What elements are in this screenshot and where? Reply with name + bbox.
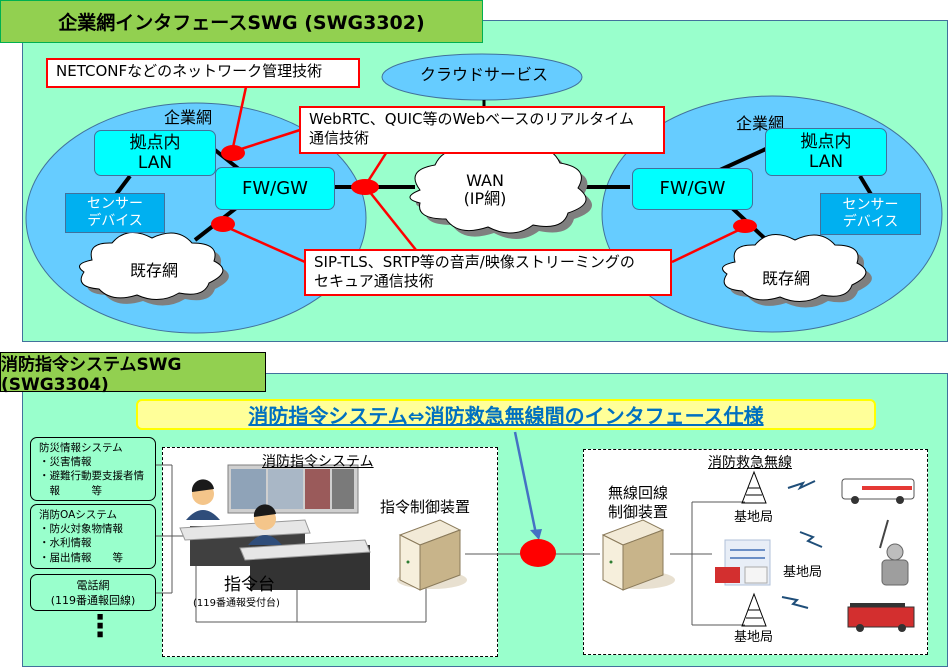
sip-leader-center — [364, 185, 417, 251]
fire-dispatch-swg-title: 消防指令システムSWG (SWG3304) — [0, 352, 266, 395]
left-enterprise-label: 企業網 — [164, 108, 213, 127]
interface-spec-banner: 消防指令システム⇔消防救急無線間のインタフェース仕様 — [136, 399, 876, 430]
left-lan-line2: LAN — [137, 153, 173, 173]
source-box-disaster-info: 防災情報システム ・災害情報 ・避難行動要支援者情 報 等 — [30, 437, 156, 501]
left-sensor-line1: センサー — [87, 195, 143, 212]
radio-controller-label: 無線回線 制御装置 — [608, 484, 668, 522]
right-sensor-line2: デバイス — [842, 214, 899, 230]
left-lan-box: 拠点内 LAN — [94, 130, 216, 176]
source-1-line-3: ・届出情報 等 — [39, 551, 123, 564]
dispatch-system-title: 消防指令システム — [262, 454, 374, 470]
left-fwgw-label: FW/GW — [242, 177, 308, 199]
webrtc-leader-left — [237, 128, 301, 152]
fire-dispatch-swg-title-text: 消防指令システムSWG (SWG3304) — [1, 354, 182, 395]
radio-system-container — [583, 449, 928, 655]
source-0-line-3: 報 等 — [39, 484, 102, 497]
link-lan-sensor-right — [858, 174, 874, 198]
sip-callout-line1: SIP-TLS、SRTP等の音声/映像ストリーミングの — [314, 253, 635, 271]
interface-spec-banner-text: 消防指令システム⇔消防救急無線間のインタフェース仕様 — [248, 404, 764, 428]
source-0-line-1: ・災害情報 — [39, 456, 92, 469]
netconf-callout: NETCONFなどのネットワーク管理技術 — [46, 58, 360, 88]
enterprise-swg-title-text: 企業網インタフェースSWG (SWG3302) — [58, 12, 425, 34]
interface-dot-legacy-right — [733, 219, 757, 233]
base-station-bottom-label: 基地局 — [734, 630, 774, 645]
source-2-line-1: (119番通報回線) — [50, 593, 136, 607]
source-1-line-1: ・防火対象物情報 — [39, 523, 123, 536]
source-1-line-2: ・水利情報 — [39, 537, 92, 550]
left-sensor-device-box: センサー デバイス — [65, 193, 165, 233]
sip-leader-right — [671, 225, 746, 264]
left-fwgw-box: FW/GW — [215, 167, 335, 210]
right-lan-line2: LAN — [808, 152, 844, 172]
console-label: 指令台 — [224, 575, 275, 595]
wan-line2: (IP網) — [463, 189, 507, 209]
enterprise-swg-title: 企業網インタフェースSWG (SWG3302) — [0, 0, 483, 43]
source-box-fire-oa: 消防OAシステム ・防火対象物情報 ・水利情報 ・届出情報 等 — [30, 504, 156, 569]
right-fwgw-box: FW/GW — [632, 168, 753, 210]
radio-controller-line2: 制御装置 — [608, 502, 669, 521]
left-lan-line1: 拠点内 — [129, 132, 181, 153]
interface-dot-wan — [351, 179, 379, 195]
cloud-service-label: クラウドサービス — [420, 65, 549, 84]
base-station-mid-label: 基地局 — [783, 565, 823, 580]
right-lan-box: 拠点内 LAN — [765, 128, 887, 176]
interface-dots — [211, 145, 757, 233]
callout-lines — [221, 86, 746, 264]
dispatch-controller-label: 指令制御装置 — [380, 498, 471, 516]
cloud-service-ellipse — [381, 53, 583, 101]
legacy-cloud-left — [79, 232, 229, 306]
radio-system-title: 消防救急無線 — [708, 455, 792, 471]
interface-dot-netconf — [221, 145, 245, 161]
enterprise-diagram-graphics — [25, 53, 943, 334]
netconf-leader — [230, 86, 248, 153]
base-station-top-label: 基地局 — [734, 510, 774, 525]
more-sources-dots: ⋮ — [85, 609, 115, 644]
console-sub-label: (119番通報受付台) — [193, 598, 280, 609]
source-2-line-0: 電話網 — [76, 579, 110, 592]
left-sensor-line2: デバイス — [87, 213, 143, 229]
link-fwgw-lan-right — [719, 146, 769, 172]
dispatch-system-container — [162, 447, 498, 657]
webrtc-callout-line1: WebRTC、QUIC等のWebベースのリアルタイム — [309, 110, 634, 128]
netconf-callout-text: NETCONFなどのネットワーク管理技術 — [56, 62, 323, 80]
legacy-cloud-right — [722, 234, 872, 308]
radio-controller-line1: 無線回線 — [608, 484, 669, 502]
sip-callout-line2: セキュア通信技術 — [314, 271, 434, 290]
source-0-line-2: ・避難行動要支援者情 — [39, 470, 144, 483]
webrtc-callout-line2: 通信技術 — [309, 128, 370, 147]
right-sensor-device-box: センサー デバイス — [820, 193, 921, 235]
source-1-line-0: 消防OAシステム — [39, 509, 117, 521]
sip-leader-left — [221, 223, 306, 264]
right-lan-line1: 拠点内 — [800, 131, 852, 152]
webrtc-callout: WebRTC、QUIC等のWebベースのリアルタイム 通信技術 — [299, 106, 665, 154]
wan-line1: WAN — [466, 171, 504, 190]
link-lan-sensor-left — [113, 174, 132, 198]
right-fwgw-label: FW/GW — [659, 178, 726, 200]
source-box-telephone-network: 電話網 (119番通報回線) — [30, 574, 156, 611]
right-sensor-line1: センサー — [842, 196, 899, 213]
interface-dot-legacy-left — [211, 216, 235, 232]
sip-callout: SIP-TLS、SRTP等の音声/映像ストリーミングの セキュア通信技術 — [304, 249, 672, 296]
wan-label: WAN (IP網) — [455, 171, 515, 209]
right-legacy-network-label: 既存網 — [762, 269, 811, 288]
left-legacy-network-label: 既存網 — [130, 261, 179, 280]
source-0-line-0: 防災情報システム — [39, 442, 123, 454]
wan-cloud — [409, 143, 592, 240]
